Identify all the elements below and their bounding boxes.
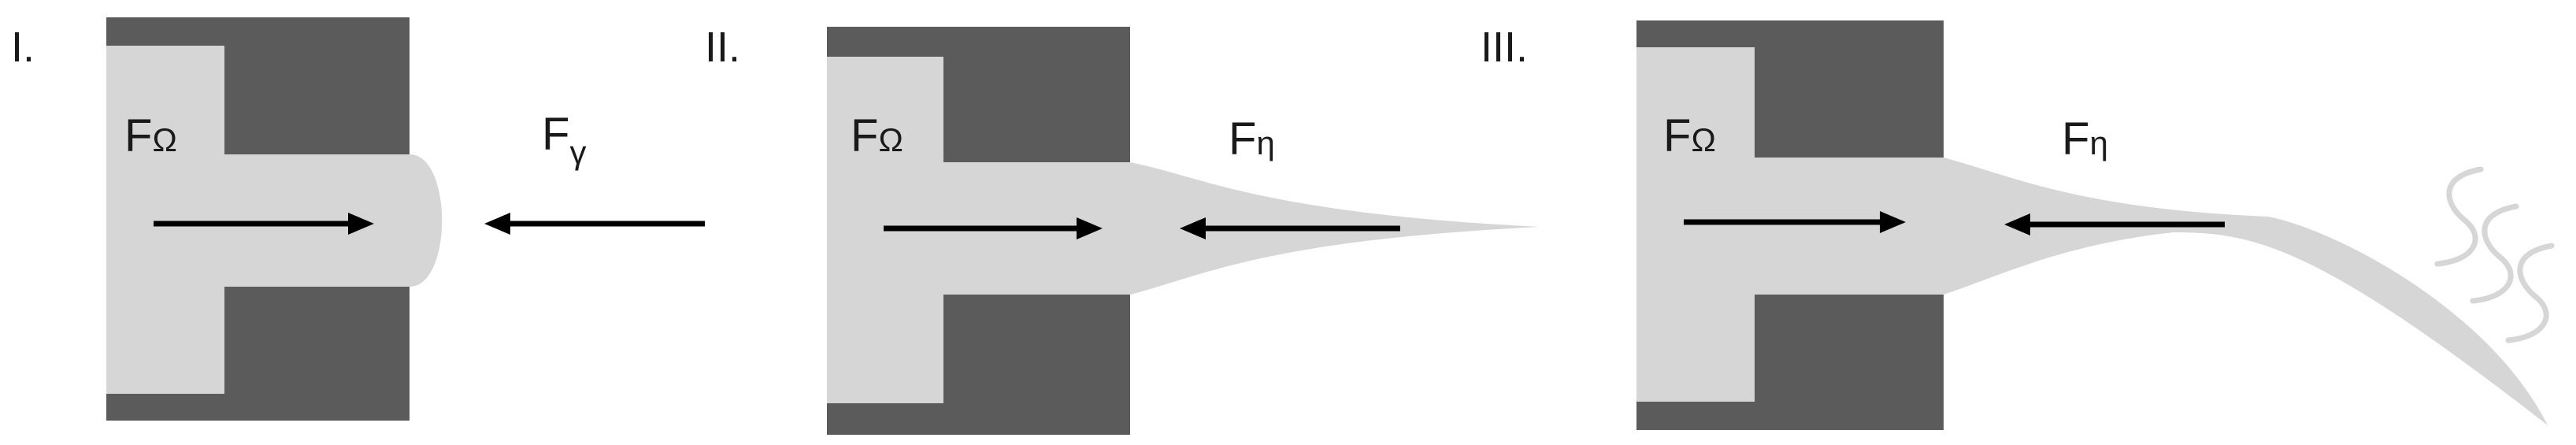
panel-3-force-eta: Fη	[2062, 113, 2108, 165]
panel-2-arrowhead-eta	[1180, 217, 1206, 239]
panel-3-arrowhead-omega	[1880, 211, 1906, 233]
panel-2-force-eta: Fη	[1229, 113, 1275, 165]
panel-3-fluid	[1636, 47, 2548, 425]
panel-1-arrowhead-gamma	[484, 213, 510, 235]
panel-2-fluid	[827, 57, 1540, 403]
panel-2-force-omega: FΩ	[851, 110, 903, 161]
panel-3-arrowhead-eta	[2004, 213, 2030, 235]
panel-3-label: III.	[1481, 24, 1528, 71]
panel-3: III. FΩ Fη	[1481, 20, 2555, 430]
panel-3-force-omega: FΩ	[1663, 110, 1716, 161]
panel-2-label: II.	[705, 24, 740, 71]
vapor-wisps-icon	[2434, 166, 2555, 343]
panel-2: II. FΩ Fη	[705, 24, 1540, 435]
panel-1-force-gamma: Fγ	[542, 109, 586, 171]
panel-1-arrowhead-omega	[348, 213, 374, 235]
panel-1-base-strip	[106, 394, 224, 421]
panel-1: I. FΩ Fγ	[11, 17, 705, 421]
panel-1-fluid	[106, 46, 443, 394]
panel-1-force-omega: FΩ	[124, 110, 177, 161]
panel-1-label: I.	[11, 24, 35, 71]
panel-2-arrowhead-omega	[1077, 217, 1103, 239]
